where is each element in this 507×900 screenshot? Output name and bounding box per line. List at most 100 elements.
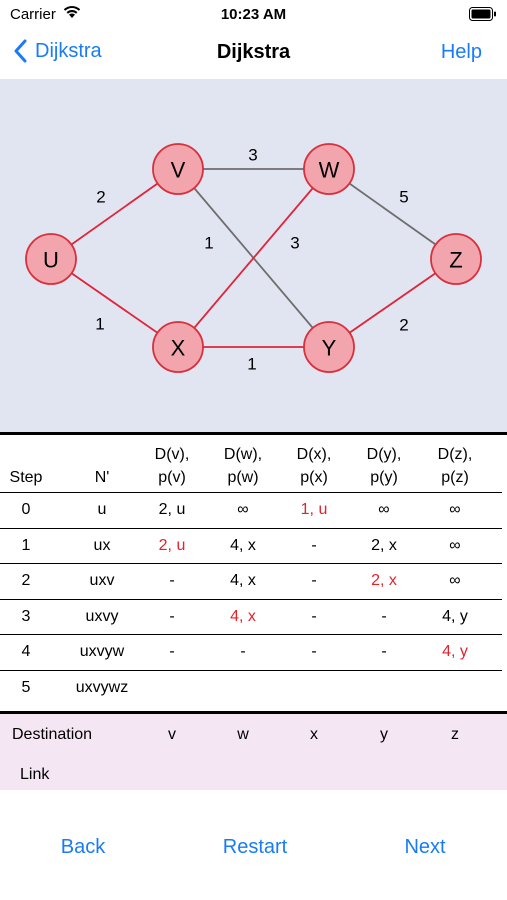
- back-nav-button[interactable]: Dijkstra: [14, 39, 102, 63]
- wifi-icon: [62, 4, 82, 25]
- cell-dy: -: [381, 643, 387, 660]
- graph-node-v[interactable]: V: [152, 143, 204, 195]
- edge-weight-u-v: 2: [96, 188, 105, 207]
- status-time: 10:23 AM: [220, 6, 287, 23]
- destination-panel: Destination v w x y z Link: [0, 711, 507, 790]
- cell-nprime: uxvyw: [79, 643, 125, 660]
- edge-weight-v-y: 1: [204, 234, 213, 253]
- header-dy: D(y),p(y): [366, 446, 402, 486]
- link-label: Link: [20, 766, 50, 783]
- header-dx: D(x),p(x): [296, 446, 332, 486]
- node-circle: [303, 321, 355, 373]
- cell-dw: 4, x: [230, 536, 256, 554]
- battery-icon: [469, 7, 497, 26]
- destination-w[interactable]: w: [237, 726, 249, 743]
- edge-weight-x-w: 3: [290, 234, 299, 253]
- cell-step: 1: [21, 536, 31, 554]
- graph-node-x[interactable]: X: [152, 321, 204, 373]
- cell-nprime: ux: [93, 536, 111, 554]
- graph-node-y[interactable]: Y: [303, 321, 355, 373]
- cell-step: 5: [21, 678, 31, 696]
- cell-nprime: uxvywz: [75, 678, 129, 696]
- cell-dx: -: [311, 572, 317, 589]
- edge-weight-u-x: 1: [95, 315, 104, 334]
- graph-node-u[interactable]: U: [25, 233, 77, 285]
- node-circle: [25, 233, 77, 285]
- cell-nprime: uxvy: [85, 607, 119, 625]
- node-label: X: [171, 336, 186, 361]
- header-divider: [0, 492, 502, 493]
- table-row: 4 uxvyw - - - - 4, y: [0, 635, 502, 671]
- chevron-left-icon: [14, 39, 27, 63]
- dijkstra-table: Step N' D(v),p(v) D(w),p(w) D(x),p(x) D(…: [0, 432, 507, 712]
- cell-dz: ∞: [449, 501, 461, 518]
- link-row: Link: [0, 756, 507, 793]
- cell-dw: ∞: [237, 501, 249, 518]
- edge-weight-y-z: 2: [399, 316, 408, 335]
- table-row: 1 ux 2, u 4, x - 2, x ∞: [0, 529, 502, 564]
- node-label: U: [43, 248, 59, 273]
- destination-row: Destination v w x y z: [0, 714, 507, 756]
- graph-canvas: 2 1 3 1 3 1 5 2 U V W X Y Z: [0, 79, 507, 434]
- cell-dw: 4, x: [230, 572, 256, 589]
- header-step: Step: [9, 469, 43, 486]
- cell-dx: -: [311, 536, 317, 554]
- destination-v[interactable]: v: [168, 726, 176, 743]
- node-label: Y: [322, 336, 337, 361]
- cell-dw: -: [240, 643, 246, 660]
- node-circle: [152, 321, 204, 373]
- cell-dw: 4, x: [230, 607, 256, 625]
- cell-dx: 1, u: [300, 501, 328, 518]
- edge-weight-w-z: 5: [399, 188, 408, 207]
- cell-dz: ∞: [449, 572, 461, 589]
- cell-dv: -: [169, 643, 175, 660]
- cell-dy: -: [381, 607, 387, 625]
- destination-y[interactable]: y: [380, 726, 388, 743]
- cell-nprime: uxv: [89, 572, 115, 589]
- node-label: Z: [449, 248, 462, 273]
- table-row: 5 uxvywz: [0, 671, 502, 707]
- edge-x-w: [177, 168, 330, 348]
- restart-button[interactable]: Restart: [222, 836, 288, 858]
- edge-weight-v-w: 3: [248, 146, 257, 165]
- cell-step: 2: [21, 572, 31, 589]
- graph-node-z[interactable]: Z: [430, 233, 482, 285]
- node-circle: [152, 143, 204, 195]
- cell-dv: -: [169, 572, 175, 589]
- cell-dz: 4, y: [442, 643, 468, 660]
- edge-w-z: [328, 168, 457, 260]
- cell-step: 3: [21, 607, 31, 625]
- cell-step: 4: [21, 643, 31, 660]
- help-button[interactable]: Help: [440, 41, 482, 63]
- cell-step: 0: [21, 501, 31, 518]
- destination-label: Destination: [12, 726, 93, 743]
- page-title: Dijkstra: [216, 41, 291, 63]
- cell-dz: ∞: [449, 536, 461, 554]
- cell-dv: -: [169, 607, 175, 625]
- cell-dx: -: [311, 643, 317, 660]
- cell-dx: -: [311, 607, 317, 625]
- graph-node-w[interactable]: W: [303, 143, 355, 195]
- cell-dz: 4, y: [442, 607, 468, 625]
- node-circle: [303, 143, 355, 195]
- cell-dv: 2, u: [158, 536, 186, 554]
- back-nav-label: Dijkstra: [35, 39, 102, 62]
- destination-z[interactable]: z: [451, 726, 459, 743]
- header-dz: D(z),p(z): [437, 446, 473, 486]
- cell-dv: 2, u: [158, 501, 186, 518]
- cell-dy: ∞: [378, 501, 390, 518]
- table-row: 0 u 2, u ∞ 1, u ∞ ∞: [0, 493, 502, 529]
- next-button[interactable]: Next: [404, 836, 446, 858]
- network-graph: 2 1 3 1 3 1 5 2 U V W X Y Z: [25, 143, 482, 374]
- cell-nprime: u: [97, 501, 107, 518]
- edge-u-v: [50, 168, 179, 260]
- navigation-bar: Dijkstra Dijkstra Help: [0, 30, 507, 76]
- status-bar: Carrier 10:23 AM: [0, 0, 507, 30]
- back-button[interactable]: Back: [60, 836, 106, 858]
- header-nprime: N': [94, 469, 110, 486]
- node-circle: [430, 233, 482, 285]
- table-row: 3 uxvy - 4, x - - 4, y: [0, 600, 502, 635]
- destination-x[interactable]: x: [310, 726, 318, 743]
- cell-dy: 2, x: [371, 536, 397, 554]
- edge-weight-x-y: 1: [247, 355, 256, 374]
